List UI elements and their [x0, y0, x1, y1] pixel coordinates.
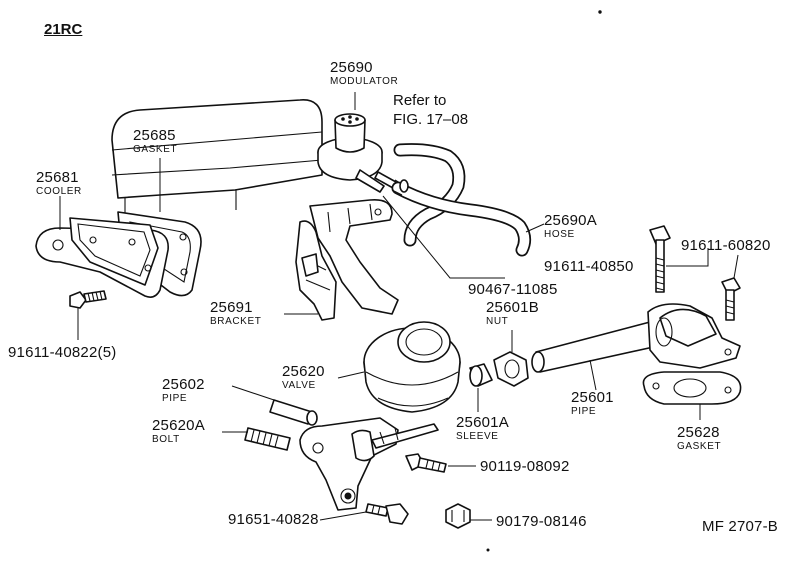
part-name-pipe-25602: PIPE — [162, 393, 188, 404]
bracket-bolt — [365, 503, 409, 525]
short-pipe — [269, 399, 318, 426]
valve-stud — [244, 427, 291, 451]
part-number-25690: 25690 — [330, 59, 373, 76]
modulator-bracket — [295, 198, 399, 321]
part-number-25601: 25601 — [571, 389, 614, 406]
fastener-91611-60820: 91611-60820 — [681, 237, 771, 254]
fastener-91611-40822: 91611-40822(5) — [8, 344, 117, 361]
vacuum-hose — [391, 143, 532, 257]
hex-nut — [445, 503, 471, 529]
reference-line-1: Refer to — [393, 92, 447, 109]
part-number-25602: 25602 — [162, 376, 205, 393]
leader-lines — [59, 92, 739, 521]
part-number-25620: 25620 — [282, 363, 325, 380]
long-bolt — [649, 225, 671, 293]
part-number-25685: 25685 — [133, 127, 176, 144]
part-number-25681: 25681 — [36, 169, 79, 186]
fastener-90179-08146: 90179-08146 — [496, 513, 587, 530]
reference-line-2: FIG. 17–08 — [393, 111, 469, 128]
part-name-gasket-25628: GASKET — [677, 441, 722, 452]
short-bolt — [721, 277, 741, 321]
engine-code-label: 21RC — [44, 21, 83, 38]
flange-gasket — [642, 371, 742, 405]
part-name-hose: HOSE — [544, 229, 575, 240]
part-name-modulator: MODULATOR — [330, 76, 399, 87]
part-name-cooler: COOLER — [36, 186, 82, 197]
part-number-25690A: 25690A — [544, 212, 597, 229]
fastener-90119-08092: 90119-08092 — [480, 458, 570, 475]
fastener-91651-40828: 91651-40828 — [228, 511, 319, 528]
part-name-gasket: GASKET — [133, 144, 178, 155]
union-nut — [493, 351, 529, 387]
valve-cover — [111, 99, 323, 215]
pipe-sleeve — [469, 363, 493, 387]
part-name-bracket: BRACKET — [210, 316, 262, 327]
part-name-valve: VALVE — [282, 380, 316, 391]
figure-code: MF 2707-B — [702, 518, 778, 535]
pipe-elbow — [647, 303, 741, 369]
part-number-25601B: 25601B — [486, 299, 539, 316]
egr-modulator — [317, 113, 397, 193]
part-name-sleeve: SLEEVE — [456, 431, 499, 442]
part-name-pipe-25601: PIPE — [571, 406, 597, 417]
part-number-25620A: 25620A — [152, 417, 205, 434]
egr-pipe — [531, 321, 659, 373]
part-number-25601A: 25601A — [456, 414, 509, 431]
speck — [598, 10, 602, 14]
fastener-91611-40850: 91611-40850 — [544, 258, 634, 275]
part-name-bolt: BOLT — [152, 434, 180, 445]
cooler-bolt — [69, 290, 107, 309]
part-number-25691: 25691 — [210, 299, 253, 316]
part-name-nut: NUT — [486, 316, 509, 327]
flange-bolt — [405, 453, 447, 473]
fastener-90467-11085: 90467-11085 — [468, 281, 558, 298]
egr-valve — [363, 321, 461, 413]
part-number-25628: 25628 — [677, 424, 720, 441]
valve-flange — [299, 417, 439, 511]
speck — [486, 548, 490, 552]
egr-cooler — [35, 217, 169, 298]
